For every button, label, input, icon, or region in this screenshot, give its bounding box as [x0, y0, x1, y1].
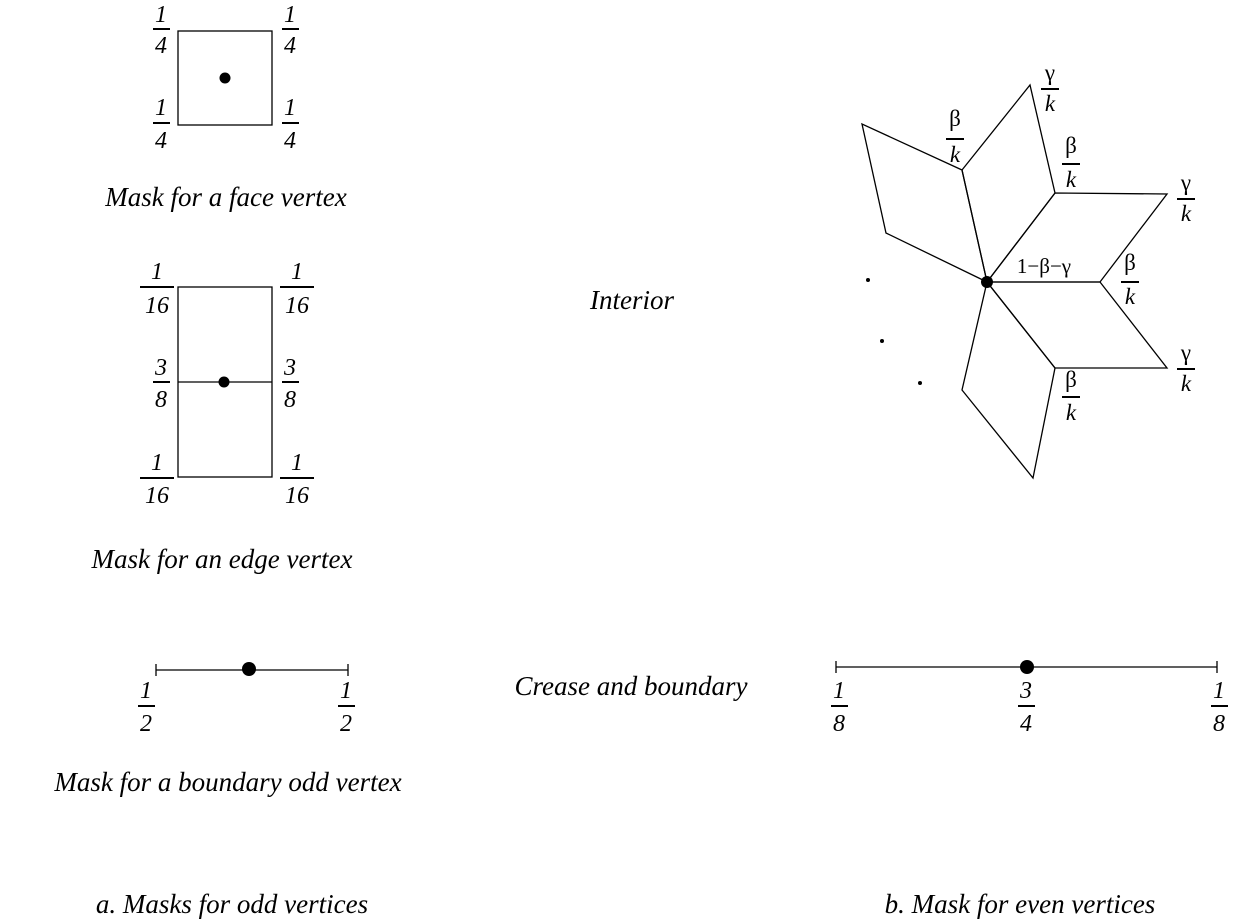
- boundary-odd-vertex-label: Mask for a boundary odd vertex: [53, 767, 401, 797]
- svg-text:8: 8: [1213, 711, 1225, 737]
- svg-text:3: 3: [154, 355, 167, 381]
- svg-text:γ: γ: [1180, 170, 1191, 195]
- svg-text:k: k: [1181, 371, 1192, 396]
- svg-text:k: k: [1181, 201, 1192, 226]
- svg-text:1: 1: [284, 95, 296, 121]
- svg-text:1: 1: [340, 678, 352, 704]
- svg-text:1: 1: [291, 259, 303, 285]
- continuation-dot: [918, 381, 922, 385]
- face-weight-top-right: 1 4: [282, 2, 299, 59]
- boundary-weight-right: 1 2: [338, 678, 355, 737]
- quad-lower: [961, 280, 1056, 480]
- interior-label: Interior: [589, 285, 674, 315]
- svg-text:1: 1: [140, 678, 152, 704]
- svg-text:k: k: [950, 142, 961, 167]
- interior-even-vertex-mask: 1−β−γ β k γ k β k γ k β k γ k: [861, 60, 1195, 480]
- svg-text:8: 8: [155, 387, 167, 413]
- continuation-dot: [880, 339, 884, 343]
- svg-text:16: 16: [145, 483, 169, 509]
- svg-text:1: 1: [291, 450, 303, 476]
- caption-b: b. Mask for even vertices: [885, 889, 1156, 919]
- svg-text:2: 2: [140, 711, 152, 737]
- boundary-odd-vertex: [242, 662, 256, 676]
- svg-text:4: 4: [1020, 711, 1032, 737]
- svg-text:16: 16: [145, 293, 169, 319]
- boundary-weight-left: 1 2: [138, 678, 155, 737]
- svg-text:k: k: [1066, 167, 1077, 192]
- svg-text:1: 1: [833, 678, 845, 704]
- svg-text:4: 4: [284, 128, 296, 154]
- edge-weight-top-right: 1 16: [280, 259, 314, 319]
- svg-text:4: 4: [155, 33, 167, 59]
- edge-weight-top-left: 1 16: [140, 259, 174, 319]
- svg-text:2: 2: [340, 711, 352, 737]
- svg-text:1: 1: [151, 259, 163, 285]
- crease-even-vertex-mask: 1 8 3 4 1 8: [831, 660, 1228, 737]
- weight-beta-k-upper-right: β k: [1062, 133, 1080, 192]
- edge-weight-bottom-right: 1 16: [280, 450, 314, 509]
- weight-gamma-k-top: γ k: [1041, 60, 1059, 116]
- face-vertex-mask: 1 4 1 4 1 4 1 4 Mask for a face vertex: [104, 2, 346, 212]
- svg-text:1: 1: [284, 2, 296, 28]
- weight-beta-k-lower: β k: [1062, 367, 1080, 425]
- quad-lower-right: [985, 281, 1169, 369]
- quad-upper-left: [861, 122, 988, 284]
- crease-weight-left: 1 8: [831, 678, 848, 737]
- edge-vertex-mask: 1 16 1 16 3 8 3 8 1 16 1 16 Mask: [91, 259, 353, 574]
- svg-text:γ: γ: [1044, 60, 1055, 85]
- weight-beta-k-upper: β k: [946, 106, 964, 167]
- interior-even-vertex: [981, 276, 993, 288]
- svg-text:k: k: [1045, 91, 1056, 116]
- face-weight-bottom-right: 1 4: [282, 95, 299, 154]
- face-center-vertex: [219, 72, 231, 84]
- svg-text:16: 16: [285, 483, 309, 509]
- continuation-dot: [866, 278, 870, 282]
- caption-a: a. Masks for odd vertices: [96, 889, 368, 919]
- svg-text:3: 3: [283, 355, 296, 381]
- weight-gamma-k-right: γ k: [1177, 170, 1195, 226]
- center-weight-label: 1−β−γ: [1017, 254, 1071, 278]
- edge-weight-mid-left: 3 8: [153, 355, 170, 413]
- svg-text:γ: γ: [1180, 340, 1191, 365]
- svg-text:β: β: [949, 106, 961, 131]
- crease-even-vertex: [1020, 660, 1034, 674]
- svg-text:β: β: [1065, 367, 1077, 392]
- svg-text:16: 16: [285, 293, 309, 319]
- quad-upper: [961, 83, 1056, 284]
- weight-beta-k-right: β k: [1121, 250, 1139, 309]
- edge-midpoint-vertex: [218, 376, 230, 388]
- weight-gamma-k-lower-right: γ k: [1177, 340, 1195, 396]
- face-square: [177, 30, 273, 126]
- svg-text:4: 4: [284, 33, 296, 59]
- crease-weight-right: 1 8: [1211, 678, 1228, 737]
- face-weight-top-left: 1 4: [153, 2, 170, 59]
- edge-weight-bottom-left: 1 16: [140, 450, 174, 509]
- svg-text:8: 8: [833, 711, 845, 737]
- svg-text:1: 1: [155, 2, 167, 28]
- face-weight-bottom-left: 1 4: [153, 95, 170, 154]
- svg-text:1: 1: [155, 95, 167, 121]
- crease-boundary-label: Crease and boundary: [515, 671, 748, 701]
- svg-text:3: 3: [1019, 678, 1032, 704]
- crease-weight-center: 3 4: [1018, 678, 1035, 737]
- svg-text:1: 1: [1213, 678, 1225, 704]
- quad-upper-right: [985, 192, 1169, 283]
- svg-text:8: 8: [284, 387, 296, 413]
- svg-text:1: 1: [151, 450, 163, 476]
- svg-text:4: 4: [155, 128, 167, 154]
- edge-weight-mid-right: 3 8: [282, 355, 299, 413]
- svg-text:k: k: [1066, 400, 1077, 425]
- svg-text:β: β: [1124, 250, 1136, 275]
- face-vertex-label: Mask for a face vertex: [104, 182, 346, 212]
- edge-vertex-label: Mask for an edge vertex: [91, 544, 353, 574]
- svg-text:β: β: [1065, 133, 1077, 158]
- boundary-odd-vertex-mask: 1 2 1 2 Mask for a boundary odd vertex: [53, 662, 402, 797]
- svg-text:k: k: [1125, 284, 1136, 309]
